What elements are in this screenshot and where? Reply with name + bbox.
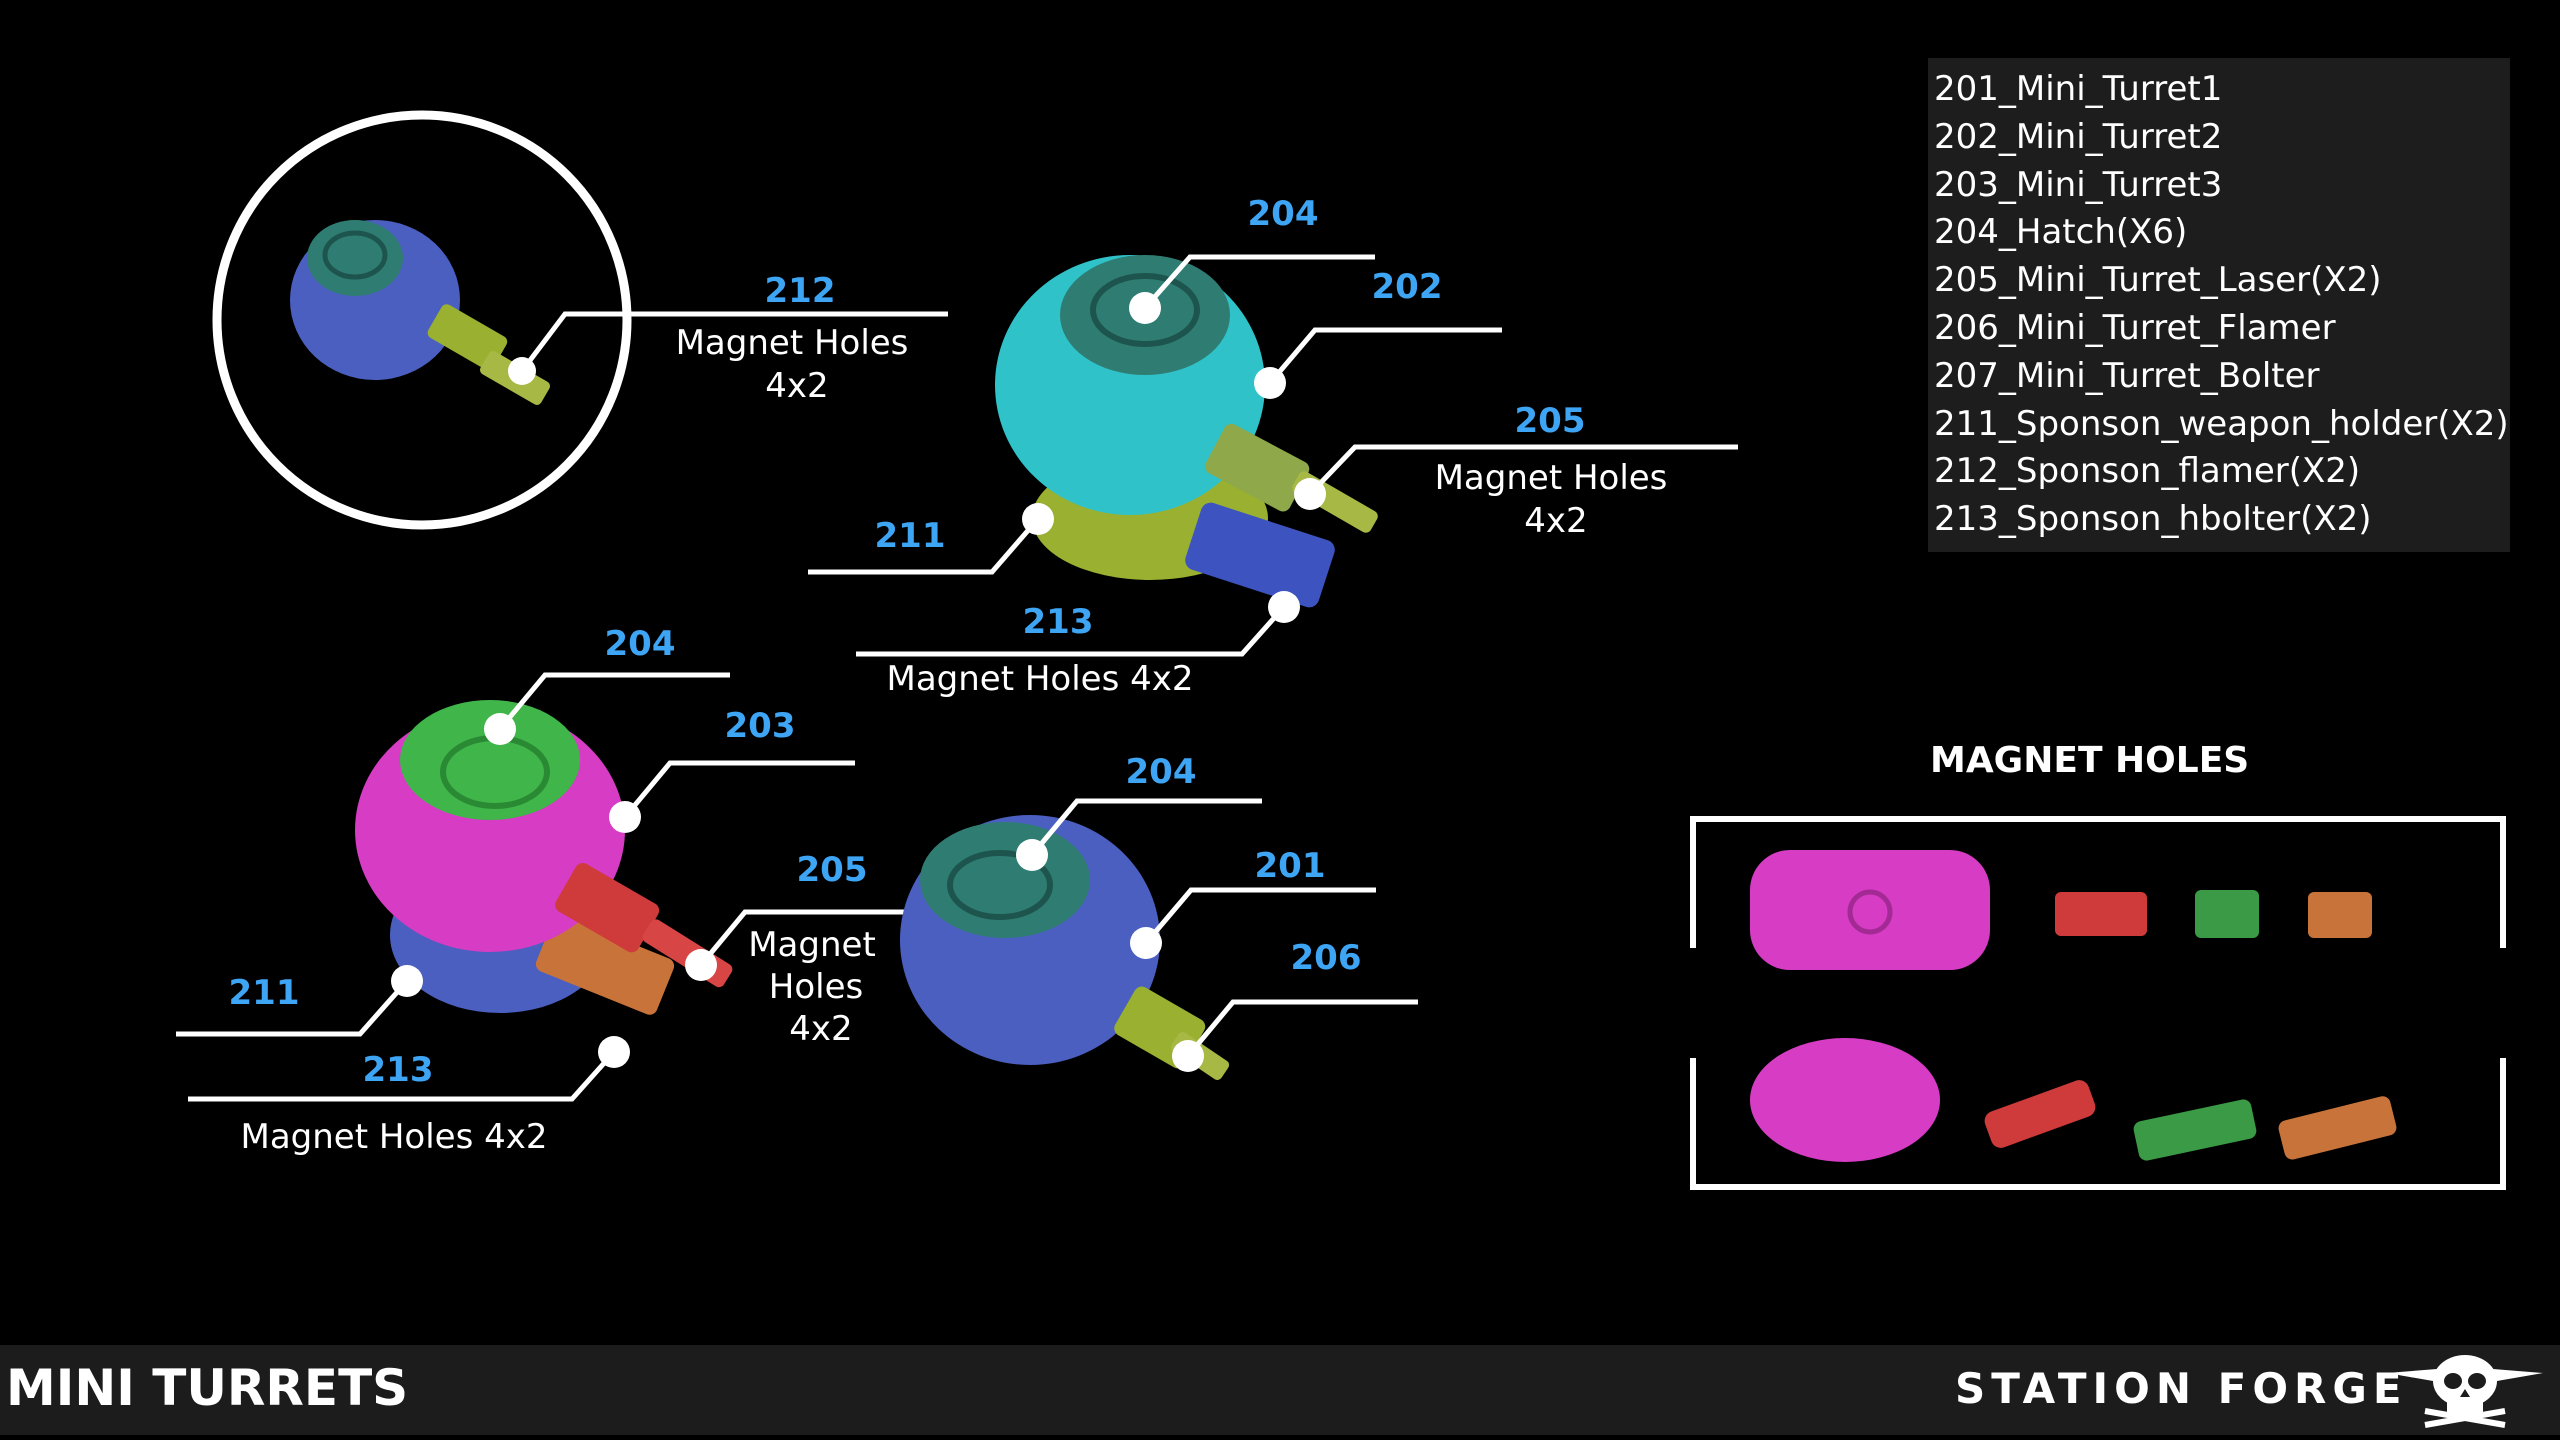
page-title: MINI TURRETS [6, 1359, 409, 1417]
note-t3-205-line2: Holes [769, 967, 863, 1007]
leader-t3-213 [188, 1050, 616, 1102]
note-t2-205-line2: 4x2 [1524, 501, 1587, 541]
marker-t3-211 [391, 965, 423, 997]
magnet-holes-bracket-bottom [1690, 1058, 2506, 1190]
parts-list-item: 202_Mini_Turret2 [1934, 116, 2223, 157]
leader-t3-205 [699, 909, 932, 967]
magnet-holes-top-row [1750, 850, 2372, 970]
note-t3-205-line3: 4x2 [789, 1009, 852, 1049]
label-t3-213: 213 [363, 1050, 434, 1090]
leader-t2-204 [1143, 254, 1375, 310]
marker-t1-204 [1016, 839, 1048, 871]
label-t2-211: 211 [875, 516, 946, 556]
turret3-render [355, 700, 733, 1015]
leader-t2-205 [1308, 444, 1738, 496]
leader-t1-201 [1144, 887, 1376, 945]
magenta-base-render [1750, 850, 1990, 970]
label-t1-204: 204 [1126, 752, 1197, 792]
label-t2-213: 213 [1023, 602, 1094, 642]
parts-list-item: 201_Mini_Turret1 [1934, 69, 2223, 109]
marker-t2-202 [1254, 367, 1286, 399]
marker-detail-212 [508, 357, 536, 385]
parts-list-item: 211_Sponson_weapon_holder(X2) [1934, 403, 2509, 444]
parts-list-item: 205_Mini_Turret_Laser(X2) [1934, 260, 2382, 301]
label-t1-206: 206 [1291, 938, 1362, 978]
orange-weapon-render [2278, 1096, 2397, 1160]
leader-t2-202 [1268, 327, 1502, 385]
label-t3-205: 205 [797, 850, 868, 890]
note-t3-213: Magnet Holes 4x2 [241, 1117, 548, 1157]
label-t2-204: 204 [1248, 194, 1319, 234]
leader-t1-204 [1030, 798, 1262, 857]
note-detail-line2: 4x2 [765, 366, 828, 406]
detail-circle [212, 110, 632, 530]
marker-t3-205 [685, 949, 717, 981]
skull-logo-icon [2387, 1355, 2543, 1428]
magnet-holes-title: MAGNET HOLES [1930, 740, 2250, 781]
marker-t2-213 [1268, 591, 1300, 623]
magnet-holes-bottom-row [1750, 1038, 2397, 1162]
note-t2-205-line1: Magnet Holes [1435, 458, 1668, 498]
parts-list-item: 213_Sponson_hbolter(X2) [1934, 499, 2372, 540]
marker-t2-204 [1129, 292, 1161, 324]
footer-bar: MINI TURRETS STATION FORGE [0, 1345, 2560, 1435]
marker-t2-211 [1022, 503, 1054, 535]
marker-t1-206 [1172, 1040, 1204, 1072]
leader-t1-206 [1186, 999, 1418, 1058]
leader-t2-213 [856, 605, 1286, 657]
label-t3-203: 203 [725, 706, 796, 746]
marker-t3-204 [484, 713, 516, 745]
label-t3-211: 211 [229, 973, 300, 1013]
note-t2-213: Magnet Holes 4x2 [887, 659, 1194, 699]
parts-list-item: 206_Mini_Turret_Flamer [1934, 307, 2336, 348]
note-detail-line1: Magnet Holes [676, 323, 909, 363]
marker-t1-201 [1130, 927, 1162, 959]
label-t1-201: 201 [1255, 846, 1326, 886]
leader-detail-212 [520, 311, 948, 373]
magenta-turret-render [1750, 1038, 1940, 1162]
green-weapon-render [2133, 1099, 2257, 1161]
leader-t3-211 [176, 979, 409, 1037]
turret1-render [900, 815, 1230, 1080]
orange-part-render [2308, 892, 2372, 938]
leader-t2-211 [808, 517, 1040, 575]
parts-list-item: 212_Sponson_flamer(X2) [1934, 451, 2361, 492]
parts-list-item: 207_Mini_Turret_Bolter [1934, 355, 2320, 396]
detail-turret-render [290, 220, 550, 405]
magnet-holes-bracket-top [1690, 816, 2506, 948]
label-t2-202: 202 [1372, 267, 1443, 307]
red-weapon-render [1984, 1080, 2096, 1148]
marker-t2-205 [1294, 478, 1326, 510]
red-part-render [2055, 892, 2147, 936]
marker-t3-213 [598, 1036, 630, 1068]
leader-t3-204 [498, 672, 730, 731]
label-detail-212: 212 [765, 271, 836, 311]
label-t2-205: 205 [1515, 401, 1586, 441]
leader-t3-203 [623, 760, 855, 819]
parts-list-item: 203_Mini_Turret3 [1934, 164, 2223, 205]
label-t3-204: 204 [605, 624, 676, 664]
brand-name: STATION FORGE [1955, 1364, 2408, 1413]
marker-t3-203 [609, 801, 641, 833]
parts-list-panel: 201_Mini_Turret1 202_Mini_Turret2 203_Mi… [1928, 58, 2510, 552]
note-t3-205-line1: Magnet [748, 925, 876, 965]
green-part-render [2195, 890, 2259, 938]
turret2-render [995, 255, 1378, 608]
parts-list-item: 204_Hatch(X6) [1934, 212, 2188, 253]
